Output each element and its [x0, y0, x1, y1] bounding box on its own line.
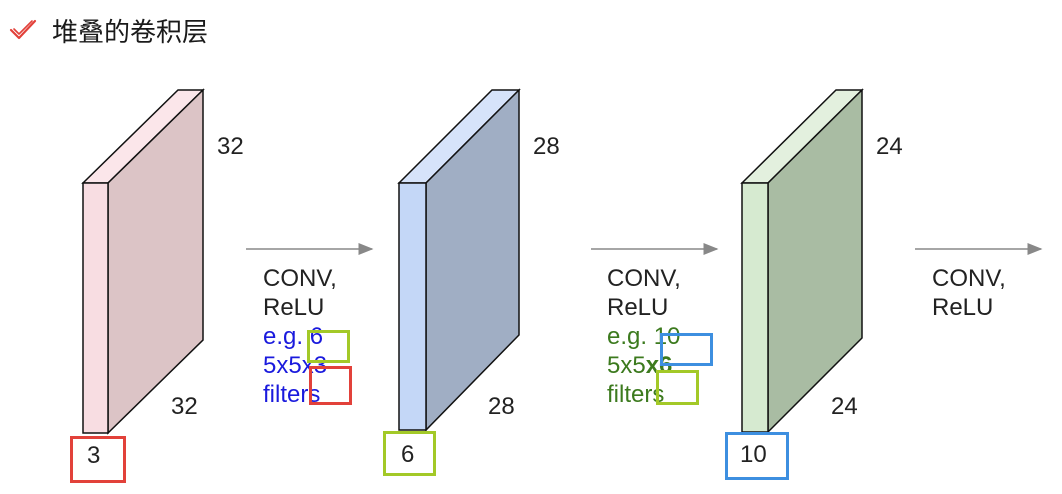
step-1-depth: x3 [301, 352, 328, 379]
step-1-size-line: 5x5x3 [263, 351, 337, 380]
step-2-eg: e.g. [607, 323, 648, 350]
step-2-op2: ReLU [607, 294, 669, 321]
highlight-box-depth-2 [383, 431, 436, 476]
step-1-size: 5x5 [263, 352, 302, 379]
volume-1-side [107, 88, 204, 435]
volume-1-height-label: 32 [217, 133, 244, 160]
step-1-eg-line: e.g. 6 [263, 322, 337, 351]
highlight-box-filter-depth-1 [309, 366, 352, 405]
volume-2-height-label: 28 [533, 133, 560, 160]
step-2-size: 5x5 [607, 352, 646, 379]
step-3-op1: CONV, [932, 265, 1006, 292]
highlight-box-input-depth [70, 436, 126, 483]
step-1-filter-count: 6 [309, 323, 324, 350]
volume-1-front [82, 182, 109, 434]
volume-1-depth-label: 3 [87, 442, 101, 469]
highlight-box-filter-count-2 [660, 333, 713, 366]
volume-3-height-label: 24 [876, 133, 903, 160]
highlight-box-depth-3 [725, 432, 789, 480]
volume-2-width-label: 28 [488, 393, 515, 420]
volume-3-front [741, 182, 769, 433]
conv-step-1: CONV, ReLU e.g. 6 5x5x3 filters [263, 264, 337, 409]
step-1-op2: ReLU [263, 294, 325, 321]
volume-3-side [767, 88, 863, 434]
step-2-op1: CONV, [607, 265, 681, 292]
volume-2-front [398, 182, 427, 431]
step-2-eg-line: e.g. 10 [607, 322, 681, 351]
volume-1-width-label: 32 [171, 393, 198, 420]
volume-3-depth-label: 10 [740, 441, 767, 468]
step-2-filters: filters [607, 381, 665, 408]
highlight-box-filter-count-1 [307, 330, 350, 363]
volume-3 [740, 88, 864, 434]
step-1-op1: CONV, [263, 265, 337, 292]
step-3-op2: ReLU [932, 294, 994, 321]
volume-2 [397, 88, 521, 432]
conv-step-3: CONV, ReLU [932, 264, 1006, 322]
step-1-eg: e.g. [263, 323, 304, 350]
page-title: 堆叠的卷积层 [52, 17, 209, 48]
check-icon [9, 19, 37, 40]
volume-2-depth-label: 6 [401, 441, 415, 468]
step-2-filter-count: 10 [653, 323, 681, 350]
title-row: 堆叠的卷积层 [8, 10, 208, 50]
highlight-box-filter-depth-2 [656, 370, 699, 405]
volume-3-width-label: 24 [831, 393, 858, 420]
volume-1 [81, 88, 205, 435]
